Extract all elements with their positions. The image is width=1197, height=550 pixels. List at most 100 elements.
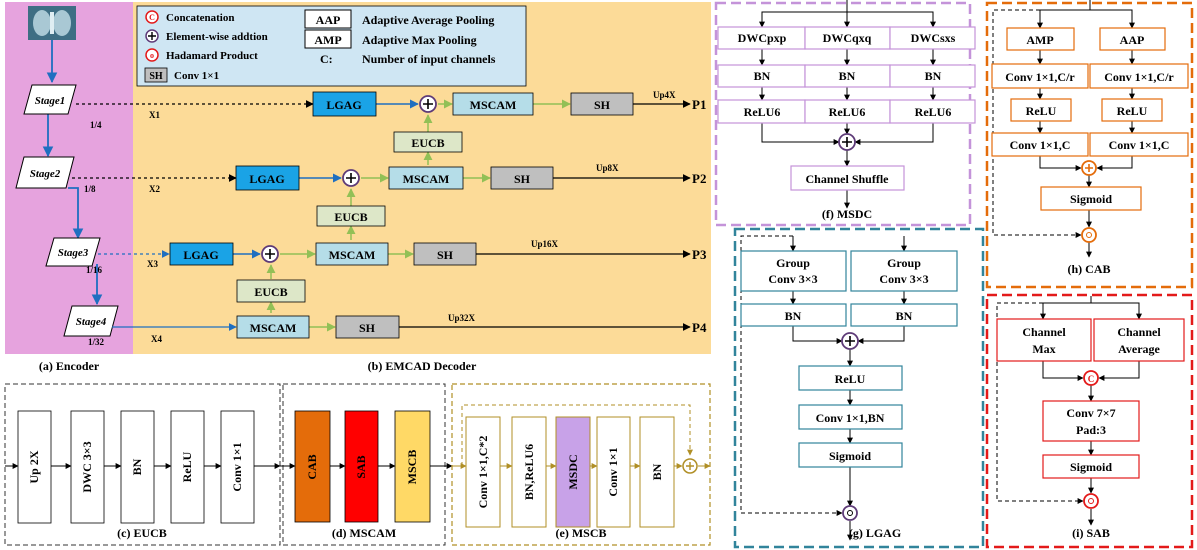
msdc-bn-3 [889, 64, 976, 88]
encoder-arrows [42, 40, 103, 306]
mscam-block-2: MSCAM [388, 166, 464, 190]
msdc-shuffle [790, 165, 905, 191]
mscb-bn: BN [639, 416, 675, 528]
svg-text:C: C [149, 13, 155, 22]
svg-text:EUCB: EUCB [334, 210, 367, 224]
skip-connections [72, 100, 314, 331]
svg-text:SH: SH [594, 98, 611, 112]
sh-block-4: SH [335, 315, 400, 339]
svg-text:SH: SH [149, 71, 163, 82]
cab-aap [1099, 27, 1166, 51]
msdc-dwc-s [889, 26, 976, 50]
svg-text:MSCAM: MSCAM [470, 98, 517, 112]
stage-1-label: Stage1 [35, 95, 66, 107]
svg-text:DWCqxq: DWCqxq [823, 31, 872, 45]
mscam-block-4: MSCAM [236, 315, 310, 339]
svg-text:Channel Shuffle: Channel Shuffle [805, 172, 889, 186]
output-p4: P4 [692, 320, 707, 335]
output-p1: P1 [692, 97, 706, 112]
svg-text:BN: BN [754, 69, 771, 83]
svg-text:Channel: Channel [1117, 325, 1161, 339]
lgag-hadamard-icon [842, 505, 858, 521]
output-arrows [399, 100, 691, 331]
mscam-sab: SAB [344, 410, 379, 523]
svg-text:ReLU6: ReLU6 [915, 105, 952, 119]
svg-text:ReLU: ReLU [1026, 104, 1057, 118]
eucb-conv: Conv 1×1 [220, 410, 255, 524]
sab-sigmoid [1042, 454, 1140, 479]
svg-text:LGAG: LGAG [249, 172, 284, 186]
legend: C Concatenation Element-wise addtion o H… [136, 5, 527, 87]
lgag-sigmoid [798, 442, 903, 468]
svg-text:SH: SH [359, 321, 376, 335]
concat-legend-icon [145, 10, 159, 24]
svg-text:Conv 3×3: Conv 3×3 [768, 272, 817, 286]
svg-text:ReLU6: ReLU6 [829, 105, 866, 119]
svg-text:DWCpxp: DWCpxp [738, 31, 787, 45]
sh-block-2: SH [490, 166, 554, 190]
svg-text:ReLU: ReLU [835, 372, 866, 386]
svg-text:BN: BN [650, 463, 664, 480]
eucb-block-1: EUCB [393, 131, 463, 153]
svg-text:MSCAM: MSCAM [250, 321, 297, 335]
svg-text:Conv 3×3: Conv 3×3 [879, 272, 928, 286]
svg-text:DWCsxs: DWCsxs [911, 31, 956, 45]
cab-conv-c-1 [991, 132, 1089, 157]
svg-text:Conv 1×1,C: Conv 1×1,C [1109, 138, 1170, 152]
svg-text:Sigmoid: Sigmoid [1070, 192, 1112, 206]
svg-text:MSCB: MSCB [405, 450, 419, 485]
up-label-1: Up4X [653, 90, 676, 100]
svg-text:Sigmoid: Sigmoid [829, 449, 871, 463]
legend-hadamard: Hadamard Product [166, 50, 258, 62]
eucb-relu: ReLU [170, 410, 205, 524]
up-label-4: Up32X [448, 313, 476, 323]
sab-channel-max [996, 318, 1092, 362]
svg-text:LGAG: LGAG [326, 98, 361, 112]
cab-relu-2 [1101, 98, 1163, 122]
lgag-bn-2 [850, 303, 958, 327]
mscb-bn-relu6: BN,ReLU6 [511, 416, 547, 528]
legend-sh: Conv 1×1 [174, 70, 219, 82]
sab-hadamard-icon [1083, 493, 1099, 509]
mscb-conv: Conv 1×1 [596, 416, 631, 528]
svg-text:Up 2X: Up 2X [27, 450, 41, 483]
mscam-mscb: MSCB [394, 410, 431, 523]
svg-text:BN,ReLU6: BN,ReLU6 [522, 444, 536, 500]
mscam-caption: (d) MSCAM [332, 526, 396, 540]
svg-text:Conv 1×1,BN: Conv 1×1,BN [816, 411, 885, 425]
legend-aap: Adaptive Average Pooling [362, 13, 494, 27]
svg-text:C:: C: [320, 52, 333, 66]
cab-relu-1 [1010, 98, 1072, 122]
msdc-caption: (f) MSDC [822, 207, 872, 221]
svg-text:BN: BN [130, 458, 144, 475]
eucb-block-2: EUCB [316, 205, 386, 227]
svg-text:o: o [150, 51, 154, 60]
hadamard-legend-icon [145, 48, 159, 62]
stage-3: Stage3 [45, 237, 101, 267]
svg-text:Group: Group [776, 256, 810, 270]
lgag-group-conv-1 [740, 250, 847, 292]
svg-text:AMP: AMP [314, 33, 341, 47]
svg-text:ReLU: ReLU [180, 451, 194, 482]
sh-block-3: SH [413, 242, 477, 266]
mscam-detail-panel [282, 383, 446, 546]
cab-amp [1006, 27, 1075, 51]
svg-text:MSCAM: MSCAM [329, 248, 376, 262]
svg-text:Average: Average [1118, 342, 1160, 356]
input-ct-image [28, 6, 76, 40]
legend-concat: Concatenation [166, 12, 234, 24]
skip-x1: X1 [149, 110, 160, 120]
skip-x3: X3 [147, 259, 158, 269]
svg-text:ReLU: ReLU [1117, 104, 1148, 118]
eucb-up2x: Up 2X [17, 410, 52, 524]
mscam-cab: CAB [294, 410, 331, 523]
svg-text:Conv 7×7: Conv 7×7 [1066, 406, 1115, 420]
up-label-2: Up8X [596, 163, 619, 173]
stage-2: Stage2 [15, 156, 75, 189]
scale-1: 1/4 [90, 120, 102, 130]
svg-text:BN: BN [839, 69, 856, 83]
output-p3: P3 [692, 247, 707, 262]
svg-text:Sigmoid: Sigmoid [1070, 460, 1112, 474]
output-p2: P2 [692, 171, 706, 186]
